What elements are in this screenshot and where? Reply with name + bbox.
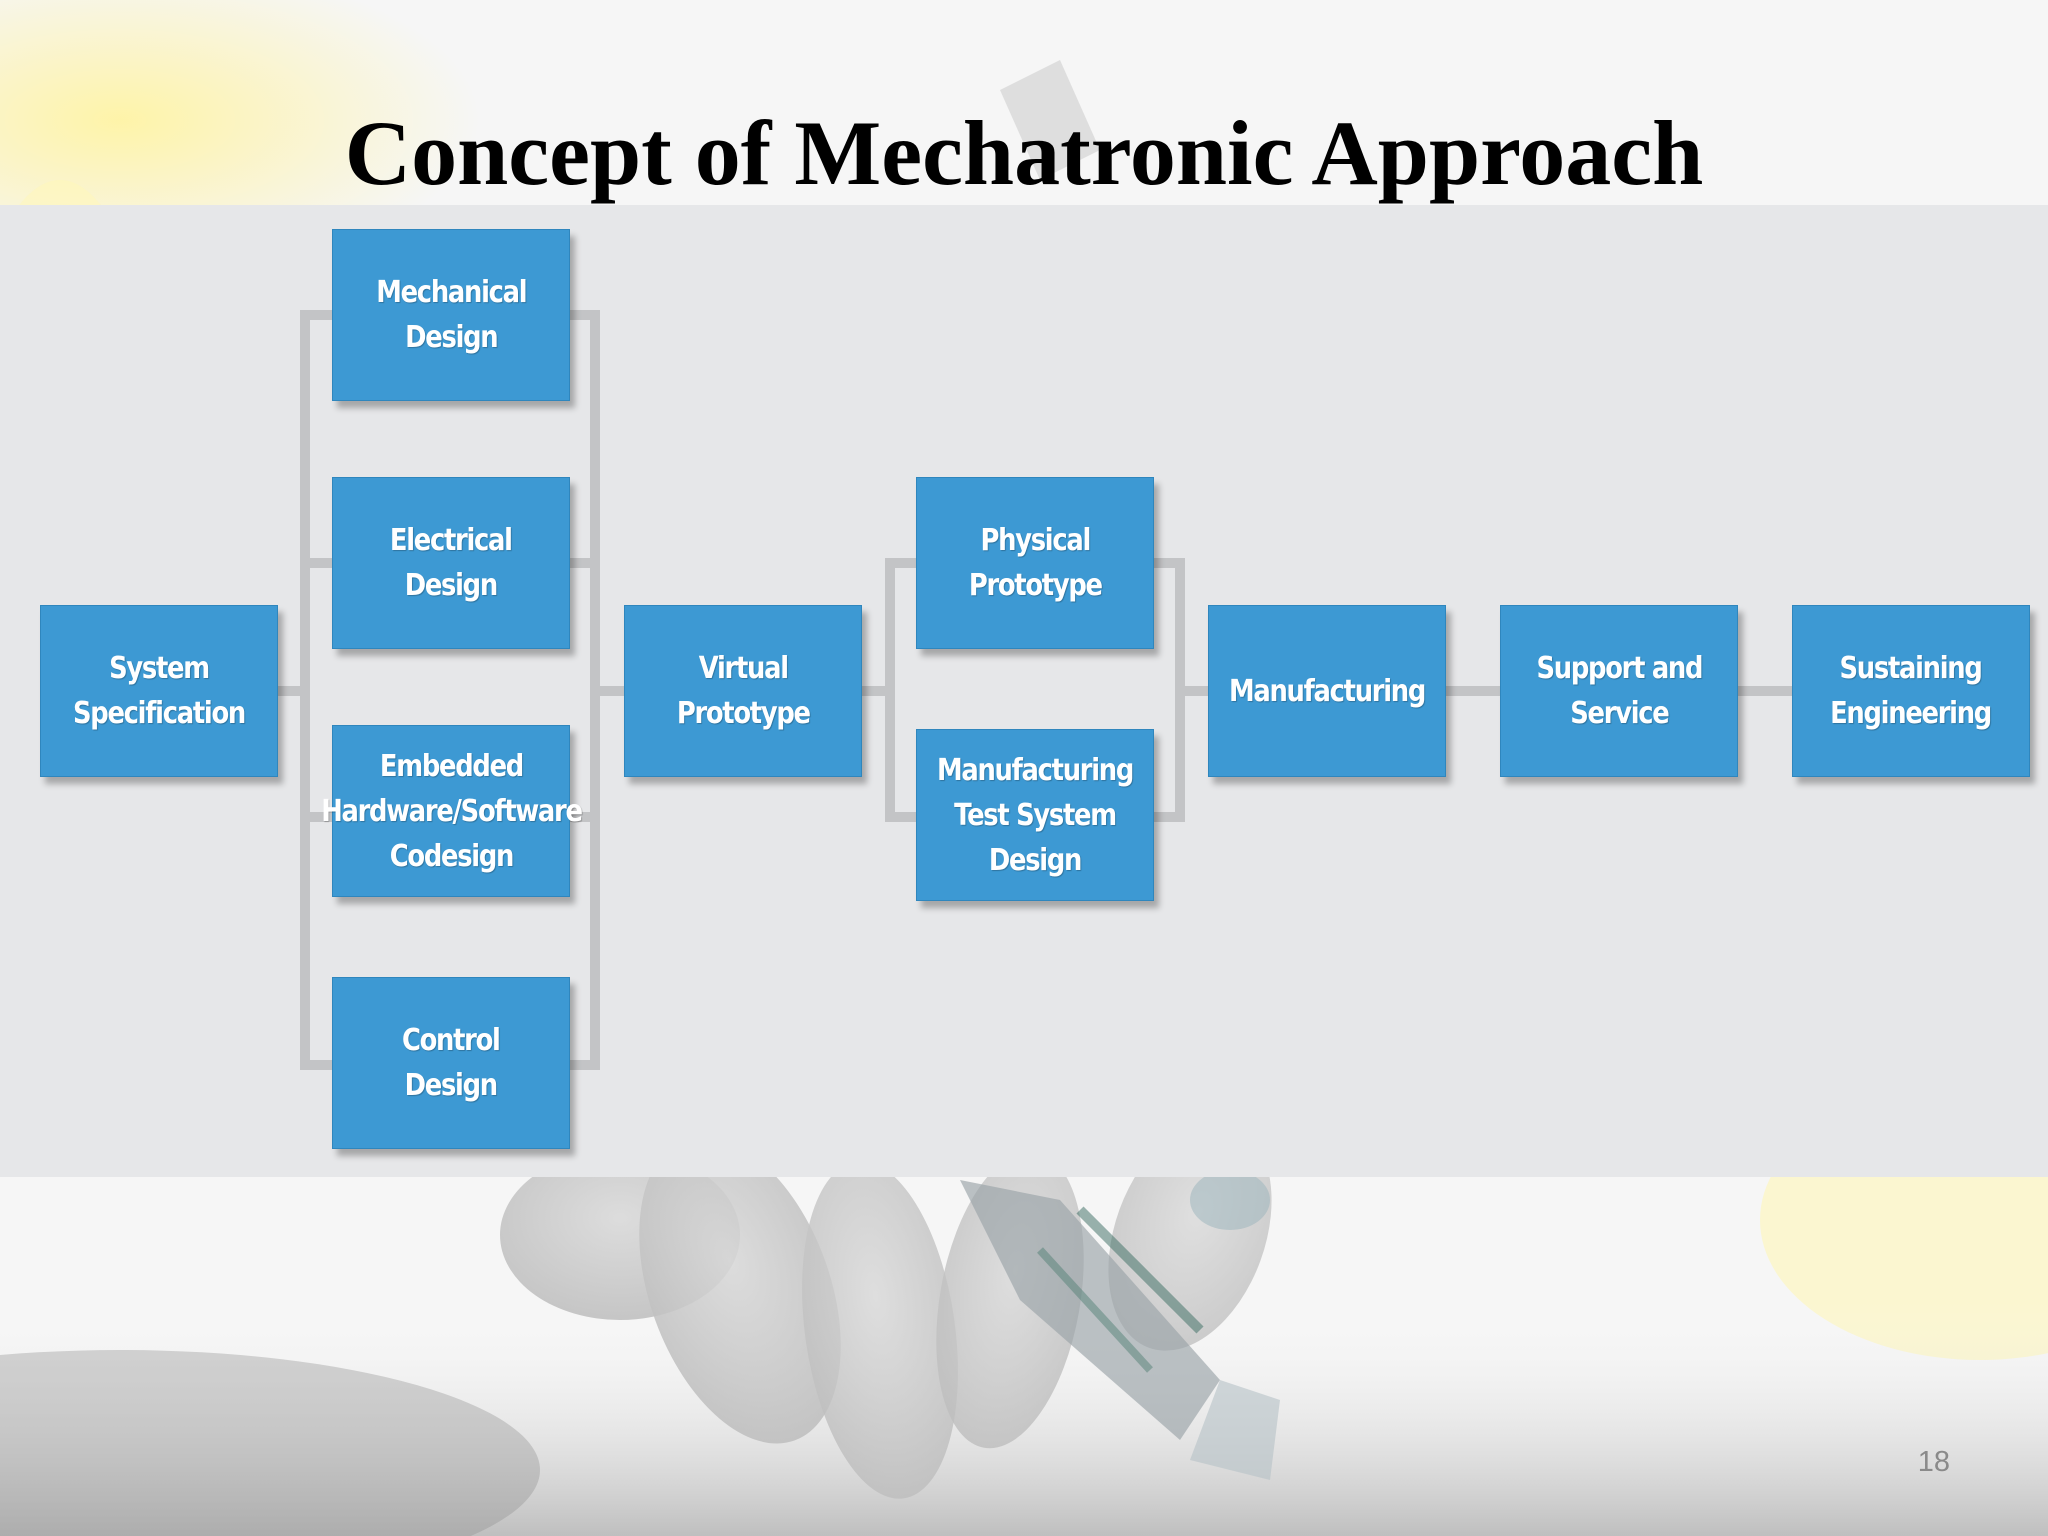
box-label: Mechanical Design [375, 275, 527, 355]
box-embedded-codesign: Embedded Hardware/Software Codesign [321, 725, 583, 897]
page-number: 18 [1917, 1446, 1950, 1478]
box-label: Manufacturing Test System Design [936, 752, 1134, 878]
box-physical-prototype: Physical Prototype [916, 477, 1154, 649]
box-label: Support and Service [1536, 651, 1703, 731]
box-label: Physical Prototype [968, 523, 1103, 603]
connector-lines [273, 310, 1797, 1070]
box-virtual-prototype: Virtual Prototype [624, 605, 862, 777]
box-label: Manufacturing [1228, 673, 1426, 709]
box-support-and-service: Support and Service [1500, 605, 1738, 777]
box-manufacturing-test-system-design: Manufacturing Test System Design [916, 729, 1154, 901]
box-mechanical-design: Mechanical Design [332, 229, 570, 401]
slide-title: Concept of Mechatronic Approach [344, 102, 1704, 204]
box-sustaining-engineering: Sustaining Engineering [1792, 605, 2030, 777]
box-label: Control Design [402, 1023, 501, 1103]
box-label: Sustaining Engineering [1830, 651, 1993, 731]
box-label: Electrical Design [390, 523, 513, 603]
box-electrical-design: Electrical Design [332, 477, 570, 649]
box-system-specification: System Specification [40, 605, 278, 777]
box-label: System Specification [73, 651, 246, 731]
box-control-design: Control Design [332, 977, 570, 1149]
box-label: Embedded Hardware/Software Codesign [320, 748, 583, 874]
box-manufacturing: Manufacturing [1208, 605, 1446, 777]
flow-diagram: System Specification Mechanical Design E… [0, 205, 2048, 1177]
box-label: Virtual Prototype [676, 651, 811, 731]
